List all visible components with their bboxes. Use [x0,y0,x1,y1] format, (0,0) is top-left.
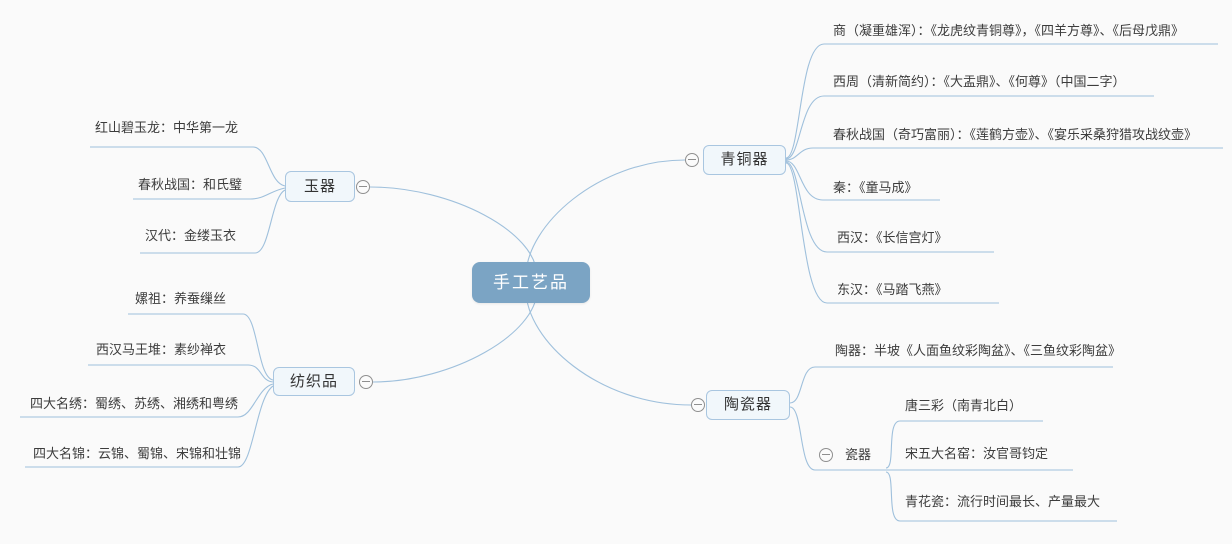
topic-ceramic[interactable]: 陶瓷器 [706,390,790,420]
leaf-topic[interactable]: 宋五大名窑：汝官哥钧定 [905,446,1049,461]
leaf-topic[interactable]: 陶器：半坡《人面鱼纹彩陶盆》、《三鱼纹彩陶盆》 [835,343,1122,358]
subtopic-porcelain[interactable]: 瓷器 [845,447,872,462]
collapse-icon[interactable] [356,180,370,194]
leaf-topic[interactable]: 东汉：《马踏飞燕》 [837,282,948,297]
branch-line [90,146,286,187]
leaf-topic[interactable]: 春秋战国（奇巧富丽）：《莲鹤方壶》、《宴乐采桑狩猎攻战纹壶》 [833,127,1198,142]
leaf-topic[interactable]: 西周（清新简约）：《大盂鼎》、《何尊》（中国二字） [833,74,1126,89]
branch-line [885,420,1043,469]
topic-textile[interactable]: 纺织品 [273,367,355,396]
branch-line [785,147,1223,161]
branch-line [525,289,692,406]
branch-line [133,187,286,200]
leaf-topic[interactable]: 青花瓷：流行时间最长、产量最大 [905,494,1101,509]
branch-line [369,186,538,277]
branch-line [785,160,940,201]
collapse-icon[interactable] [359,375,373,389]
branch-line [789,406,886,471]
leaf-topic[interactable]: 西汉：《长信宫灯》 [837,230,948,245]
central-topic[interactable]: 手工艺品 [472,262,590,303]
leaf-topic[interactable]: 四大名绣：蜀绣、苏绣、湘绣和粤绣 [30,396,239,411]
branch-line [25,385,274,468]
branch-line [785,161,994,253]
branch-line [372,289,538,383]
branch-line [128,313,274,381]
branch-line [525,159,686,277]
branch-line [88,364,274,383]
branch-line [789,366,1113,404]
leaf-topic[interactable]: 商（凝重雄浑）：《龙虎纹青铜尊》，《四羊方尊》、《后母戊鼎》 [833,23,1185,38]
collapse-icon[interactable] [819,448,833,462]
leaf-topic[interactable]: 西汉马王堆：素纱褝衣 [96,342,227,357]
collapse-icon[interactable] [685,153,699,167]
leaf-topic[interactable]: 嫘祖：养蚕缫丝 [135,291,227,306]
branch-line [885,471,1117,522]
topic-jade[interactable]: 玉器 [285,171,355,202]
leaf-topic[interactable]: 红山碧玉龙：中华第一龙 [95,120,239,135]
branch-line [785,162,999,304]
leaf-topic[interactable]: 唐三彩（南青北白） [905,398,1023,413]
leaf-topic[interactable]: 秦：《童马成》 [833,180,918,195]
leaf-topic[interactable]: 汉代：金缕玉衣 [145,228,237,243]
branch-line [785,43,1218,159]
leaf-topic[interactable]: 四大名锦：云锦、蜀锦、宋锦和壮锦 [33,446,242,461]
topic-bronze[interactable]: 青铜器 [703,145,786,175]
branch-line [785,95,1154,160]
branch-line [20,383,274,418]
leaf-topic[interactable]: 春秋战国：和氏璧 [138,177,243,192]
collapse-icon[interactable] [691,398,705,412]
branch-line [140,189,286,254]
